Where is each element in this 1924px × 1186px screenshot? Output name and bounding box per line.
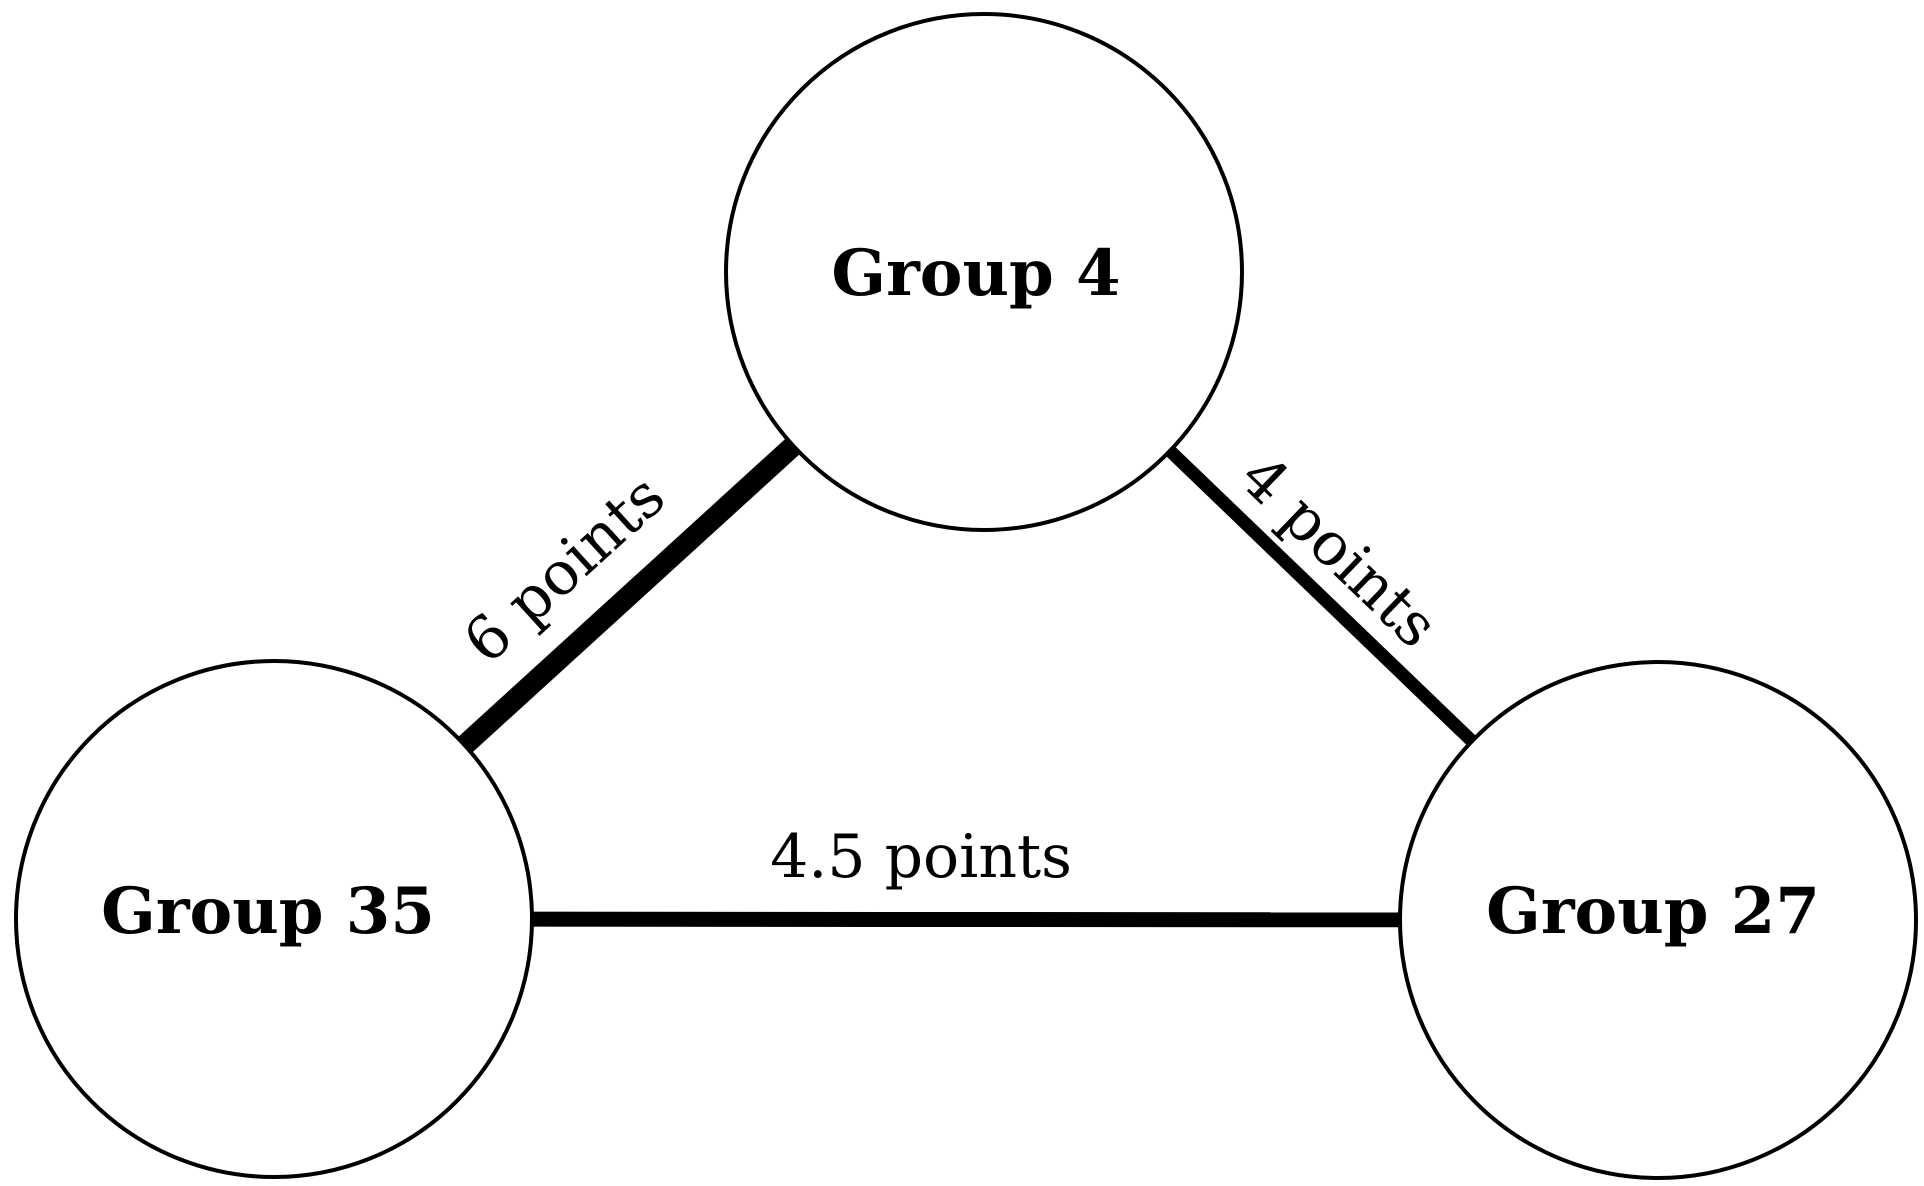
edge-label-group4-group27: 4 points [1227, 442, 1452, 662]
edge-label-group35-group27: 4.5 points [770, 822, 1072, 892]
node-label-group-4: Group 4 [831, 236, 1120, 311]
node-group-35 [14, 659, 534, 1179]
node-group-4 [724, 12, 1244, 532]
node-label-group-35: Group 35 [101, 874, 435, 949]
node-label-group-27: Group 27 [1486, 874, 1820, 949]
node-group-27 [1398, 660, 1918, 1180]
